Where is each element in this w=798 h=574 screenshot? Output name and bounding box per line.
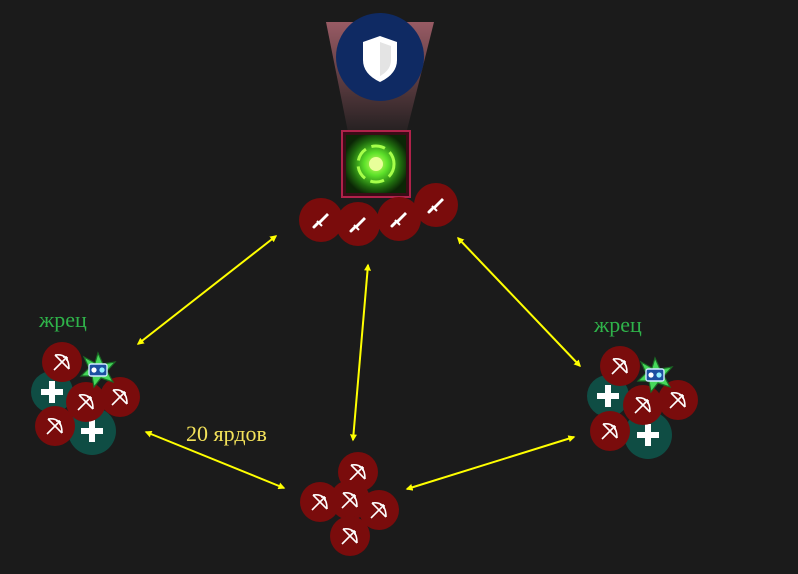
ranged-marker — [658, 380, 698, 420]
distance-label: 20 ярдов — [186, 421, 267, 446]
bottom-group — [300, 452, 399, 556]
ranged-marker — [100, 377, 140, 417]
arrow-tank-right — [457, 236, 581, 368]
ranged-marker — [590, 411, 630, 451]
melee-marker — [414, 183, 458, 227]
ranged-marker — [330, 516, 370, 556]
arrow-right-bottom — [405, 435, 576, 491]
left-group — [31, 342, 140, 455]
arrow-left-bottom — [144, 430, 286, 490]
arrows — [136, 235, 581, 491]
melee-group — [299, 183, 458, 246]
shield-icon — [363, 36, 397, 82]
melee-marker — [299, 198, 343, 242]
melee-marker — [336, 202, 380, 246]
green-vortex-icon — [341, 130, 411, 198]
ranged-marker — [359, 490, 399, 530]
ranged-marker — [35, 406, 75, 446]
ranged-marker — [42, 342, 82, 382]
ranged-marker — [623, 385, 663, 425]
arrow-tank-bottom — [349, 263, 372, 442]
ranged-marker — [300, 482, 340, 522]
right-group — [587, 346, 698, 459]
melee-marker — [377, 197, 421, 241]
arrow-tank-left — [136, 235, 278, 345]
tank-marker — [336, 13, 424, 101]
priest-label-left: жрец — [39, 307, 87, 332]
priest-label-right: жрец — [594, 312, 642, 337]
ranged-marker — [66, 382, 106, 422]
ranged-marker — [600, 346, 640, 386]
